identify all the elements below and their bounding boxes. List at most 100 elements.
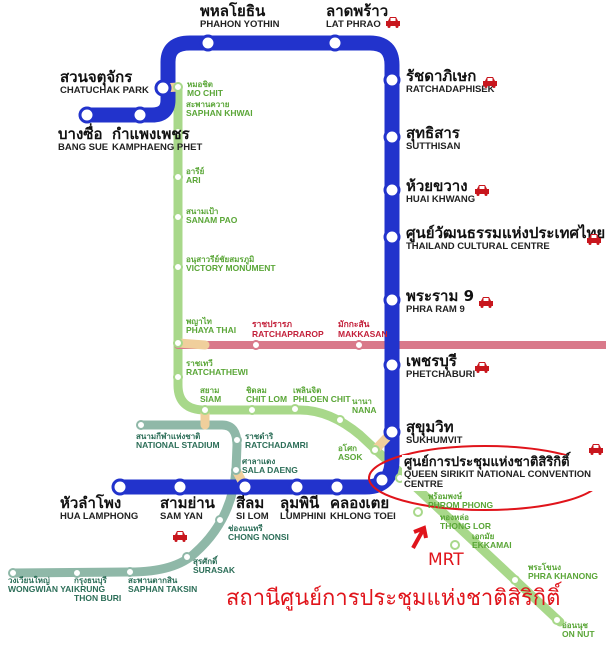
bts-sukhumvit-station[interactable] (247, 405, 257, 415)
mrt-station[interactable] (199, 34, 217, 52)
mrt-station[interactable] (111, 478, 129, 496)
station-name-th: ชิดลม (246, 386, 267, 395)
station-label[interactable]: ราชเทวีRATCHATHEWI (186, 359, 248, 377)
bts-sukhumvit-station[interactable] (173, 262, 183, 272)
bts-sukhumvit-station[interactable] (173, 127, 183, 137)
parking-car-icon (482, 73, 498, 88)
station-name-th: บางซื่อ (58, 125, 103, 143)
mrt-station[interactable] (383, 356, 401, 374)
station-label[interactable]: ศูนย์การประชุมแห่งชาติสิริกิติ์QUEEN SIR… (402, 455, 606, 491)
bts-silom-station[interactable] (136, 420, 146, 430)
station-label[interactable]: ช่องนนทรีCHONG NONSI (228, 524, 289, 542)
bts-sukhumvit-station[interactable] (510, 575, 520, 585)
station-label[interactable]: สุรศักดิ์SURASAK (193, 557, 235, 575)
bts-sukhumvit-station[interactable] (173, 82, 183, 92)
bts-silom-station[interactable] (215, 515, 225, 525)
station-name-th: สุทธิสาร (406, 124, 460, 142)
bts-sukhumvit-station[interactable] (370, 445, 380, 455)
station-label[interactable]: พร้อมพงษ์PHROM PHONG (428, 492, 493, 510)
bts-sukhumvit-station[interactable] (290, 404, 300, 414)
mrt-station[interactable] (154, 79, 172, 97)
arrow-icon (411, 525, 428, 549)
mrt-station[interactable] (383, 228, 401, 246)
station-name-en: RATCHAPRAROP (252, 328, 324, 339)
airport-link-station[interactable] (251, 340, 261, 350)
bts-silom-station[interactable] (232, 435, 242, 445)
mrt-station[interactable] (236, 478, 254, 496)
bts-sukhumvit-station[interactable] (450, 540, 460, 550)
bts-sukhumvit-station[interactable] (173, 172, 183, 182)
station-label[interactable]: เพชรบุรีPHETCHABURI (406, 353, 475, 380)
mrt-station[interactable] (373, 471, 391, 489)
bts-silom-station[interactable] (72, 568, 82, 578)
mrt-station[interactable] (383, 128, 401, 146)
mrt-station[interactable] (171, 478, 189, 496)
mrt-station[interactable] (78, 106, 96, 124)
mrt-station[interactable] (131, 106, 149, 124)
bts-sukhumvit-station[interactable] (335, 415, 345, 425)
station-name-en: ON NUT (562, 629, 595, 640)
station-label[interactable]: ลุมพินีLUMPHINI (280, 495, 326, 522)
mrt-station[interactable] (383, 291, 401, 309)
bts-silom-station[interactable] (231, 465, 241, 475)
mrt-station[interactable] (328, 478, 346, 496)
station-label[interactable]: อนุสาวรีย์ชัยสมรภูมิVICTORY MONUMENT (186, 255, 276, 273)
bts-sukhumvit-station[interactable] (173, 372, 183, 382)
bts-sukhumvit-station[interactable] (173, 338, 183, 348)
bts-sukhumvit-station[interactable] (413, 507, 423, 517)
airport-link-station[interactable] (354, 340, 364, 350)
bts-sukhumvit-station[interactable] (552, 615, 562, 625)
station-label[interactable]: วงเวียนใหญ่WONGWIAN YAI (8, 576, 74, 594)
mrt-station[interactable] (326, 34, 344, 52)
station-label[interactable]: สนามกีฬาแห่งชาติNATIONAL STADIUM (136, 432, 220, 450)
bts-sukhumvit-station[interactable] (200, 405, 210, 415)
mrt-station[interactable] (383, 423, 401, 441)
mrt-station[interactable] (383, 71, 401, 89)
bts-silom-station[interactable] (182, 552, 192, 562)
station-name-en: PHLOEN CHIT (293, 394, 351, 405)
mrt-caption: MRT (428, 550, 464, 570)
station-label[interactable]: ราชดำริRATCHADAMRI (245, 432, 308, 450)
station-label[interactable]: อารีย์ARI (186, 167, 204, 185)
station-label[interactable]: กรุงธนบุรีKRUNG THON BURI (74, 576, 124, 603)
bts-silom-station[interactable] (125, 567, 135, 577)
mrt-station[interactable] (288, 478, 306, 496)
bts-sukhumvit-station[interactable] (173, 212, 183, 222)
parking-car-icon (385, 13, 401, 28)
station-name-th: เอกมัย (472, 532, 495, 541)
mrt-station[interactable] (383, 181, 401, 199)
bts-silom-station[interactable] (8, 568, 18, 578)
